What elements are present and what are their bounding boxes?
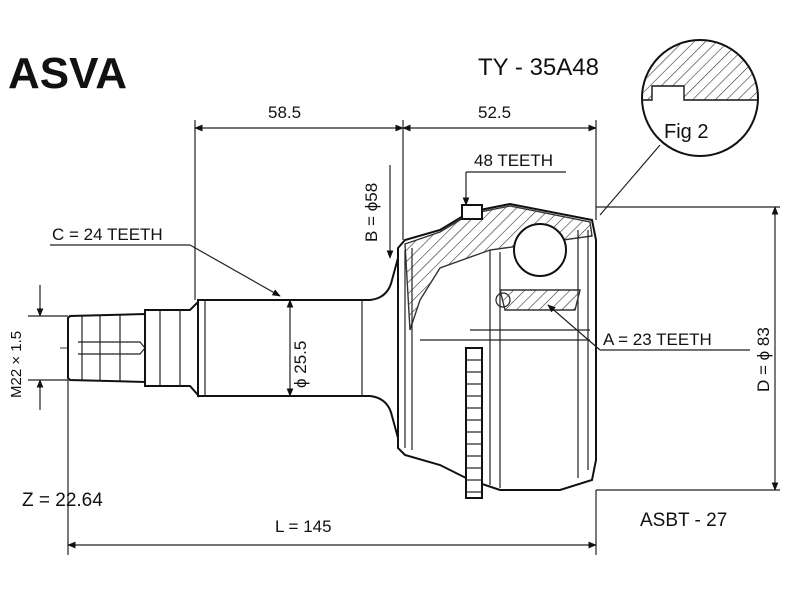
z-value: Z = 22.64 bbox=[22, 490, 103, 511]
fig2-detail: Fig 2 bbox=[599, 39, 759, 216]
dim-thread: M22 × 1.5 bbox=[8, 285, 68, 410]
dim-d-diameter: D = ϕ 83 bbox=[596, 206, 780, 491]
outer-spline bbox=[144, 299, 199, 398]
dim-total-length-label: L = 145 bbox=[275, 517, 332, 536]
dim-shaft-diameter: ϕ 25.5 bbox=[286, 299, 310, 397]
dim-shaft-diameter-label: ϕ 25.5 bbox=[291, 341, 310, 388]
dim-total-length: L = 145 bbox=[67, 380, 597, 555]
fig-label: Fig 2 bbox=[664, 121, 708, 143]
outer-spline-label: C = 24 TEETH bbox=[52, 225, 163, 244]
inner-spline-callout: A = 23 TEETH bbox=[547, 304, 750, 351]
dim-left-length-label: 58.5 bbox=[268, 103, 301, 122]
inner-spline-label: A = 23 TEETH bbox=[603, 330, 712, 349]
dim-thread-label: M22 × 1.5 bbox=[8, 331, 25, 398]
abs-teeth-callout: 48 TEETH bbox=[462, 151, 566, 206]
threaded-end bbox=[67, 312, 146, 384]
dim-b-diameter: B = ϕ58 bbox=[362, 165, 394, 259]
dim-left-length: 58.5 bbox=[194, 103, 404, 300]
outer-spline-callout: C = 24 TEETH bbox=[50, 225, 281, 297]
abs-teeth-label: 48 TEETH bbox=[474, 151, 553, 170]
part-number: TY - 35A48 bbox=[478, 54, 599, 81]
dim-b-diameter-label: B = ϕ58 bbox=[362, 183, 381, 242]
brand-title: ASVA bbox=[8, 49, 127, 98]
outer-housing bbox=[397, 202, 597, 499]
dim-right-length-label: 52.5 bbox=[478, 103, 511, 122]
product-code: ASBT - 27 bbox=[640, 510, 727, 531]
dim-d-diameter-label: D = ϕ 83 bbox=[754, 327, 773, 392]
dim-right-length: 52.5 bbox=[402, 103, 597, 220]
